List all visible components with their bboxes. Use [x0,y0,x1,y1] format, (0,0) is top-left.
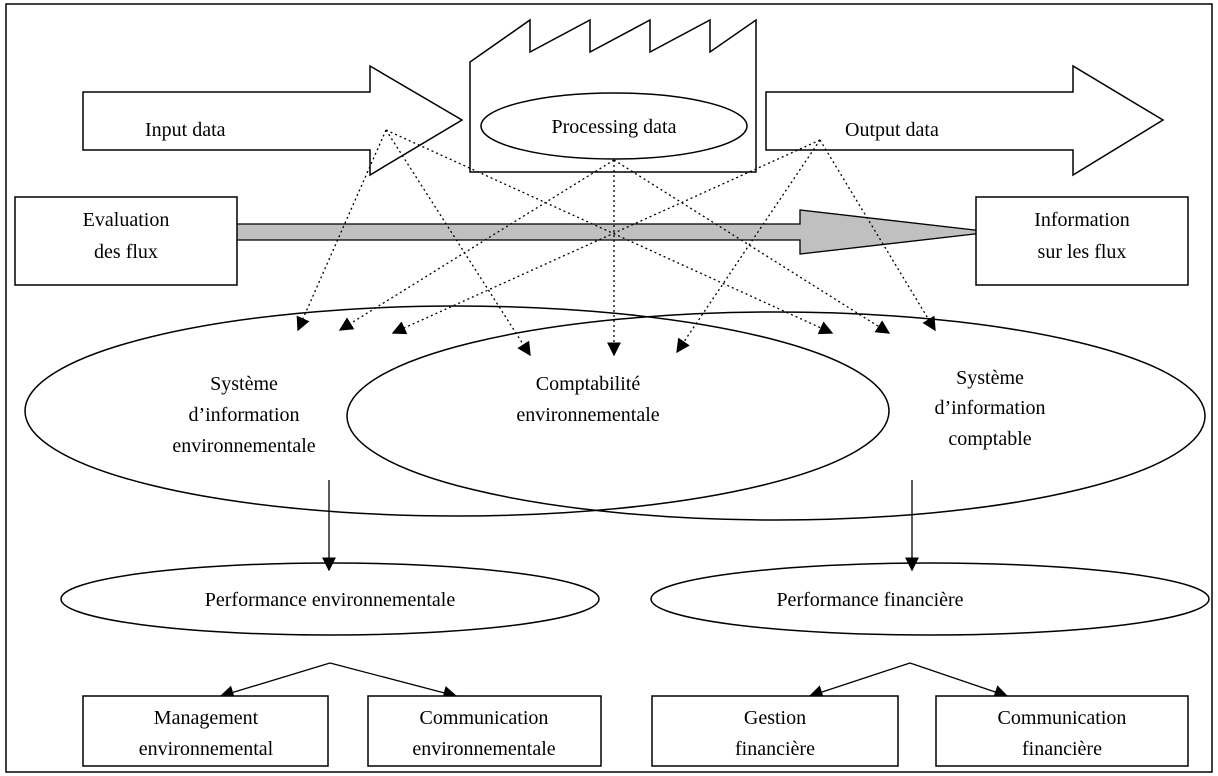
input-data-label: Input data [145,119,226,141]
performance-financiere-oval [650,562,1210,636]
input-data-arrow [82,64,464,177]
comptabilite-label-line2: environnementale [516,404,659,426]
gestion-label-line1: Gestion [744,707,806,729]
communication-fin-label-line2: financière [1022,738,1102,760]
flow-arrow [217,209,993,255]
comptabilite-label-line1: Comptabilité [536,373,641,395]
communication-financiere-box [935,695,1189,767]
sic-label-line3: comptable [948,428,1031,450]
systeme-information-comptable-ellipse [346,311,1206,521]
performance-environnementale-oval [60,562,600,636]
information-label-line1: Information [1034,209,1130,231]
gestion-label-line2: financière [735,738,815,760]
branch-arrows-fin [808,662,1009,699]
evaluation-label-line2: des flux [94,241,158,263]
sie-label-line2: d’information [188,404,299,426]
performance-environnementale-label: Performance environnementale [205,589,456,611]
output-data-arrow [765,64,1165,177]
management-label-line2: environnemental [139,738,274,760]
diagram-frame [5,3,1213,773]
gestion-financiere-box [651,695,899,767]
dotted-arrows [296,129,936,357]
communication-env-label-line1: Communication [420,707,549,729]
processing-data-oval [480,92,748,160]
factory-shape [469,18,757,173]
systeme-information-environnementale-ellipse [24,305,890,517]
sic-label-line1: Système [956,367,1024,389]
sie-label-line1: Système [210,373,278,395]
information-label-line2: sur les flux [1038,241,1127,263]
information-box [975,196,1189,286]
evaluation-label-line1: Evaluation [83,209,170,231]
output-data-label: Output data [845,119,939,141]
performance-financiere-label: Performance financière [776,589,963,611]
management-environnemental-box [82,695,329,767]
processing-data-label: Processing data [552,116,677,138]
sic-label-line2: d’information [934,397,1045,419]
communication-fin-label-line1: Communication [998,707,1127,729]
communication-environnementale-box [367,695,602,767]
communication-env-label-line2: environnementale [412,738,555,760]
evaluation-box [14,196,238,286]
branch-arrows-env [219,662,458,700]
sie-label-line3: environnementale [172,435,315,457]
management-label-line1: Management [154,707,259,729]
